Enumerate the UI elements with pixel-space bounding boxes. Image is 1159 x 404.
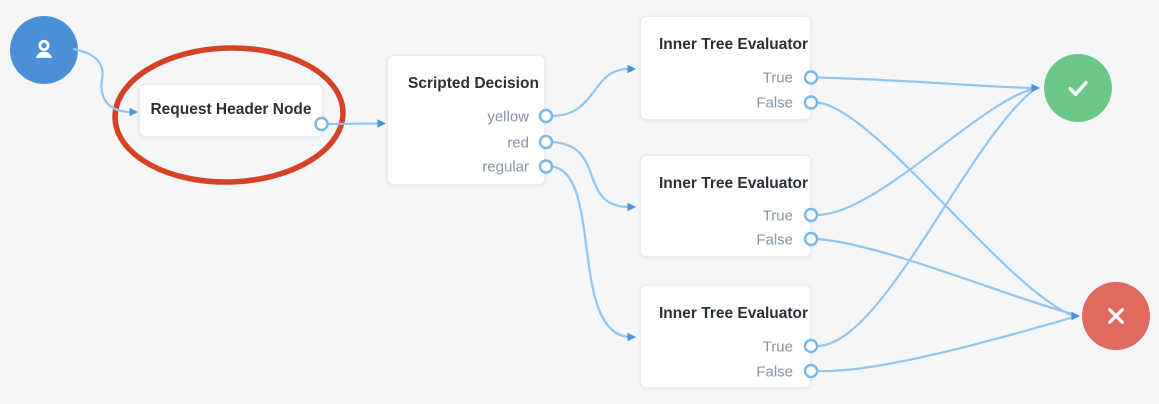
- outcome-label-true: True: [762, 207, 793, 225]
- node-inner-tree-1[interactable]: Inner Tree Evaluator True False: [640, 16, 811, 120]
- outcome-label-true: True: [762, 69, 793, 87]
- outcome-label-regular: regular: [482, 158, 529, 176]
- edge-red-innertree2: [550, 140, 630, 209]
- arrowhead: [377, 119, 386, 128]
- arrowhead: [627, 64, 636, 74]
- node-scripted-decision[interactable]: Scripted Decision yellow red regular: [387, 55, 545, 185]
- arrowhead: [129, 107, 138, 117]
- arrowhead: [627, 332, 636, 342]
- node-title: Request Header Node: [150, 101, 312, 118]
- edge-requestheader-scripted: [326, 122, 380, 126]
- arrowhead: [1071, 311, 1080, 321]
- outcome-label-false: False: [756, 94, 793, 112]
- outcome-label-true: True: [762, 338, 793, 356]
- edge-ite3false-failure: [815, 316, 1074, 373]
- check-icon: [1061, 71, 1095, 105]
- edge-ite1true-success: [815, 76, 1034, 90]
- node-title: Inner Tree Evaluator: [659, 175, 809, 192]
- edge-ite2false-failure: [815, 237, 1074, 316]
- node-title: Scripted Decision: [408, 75, 539, 92]
- success-node[interactable]: [1044, 54, 1112, 122]
- edge-ite1false-failure: [815, 101, 1074, 317]
- x-icon: [1100, 300, 1132, 332]
- arrowhead: [627, 202, 636, 212]
- edge-ite3true-success: [815, 89, 1035, 348]
- outcome-label-false: False: [756, 231, 793, 249]
- arrowhead: [1031, 83, 1040, 93]
- edge-yellow-innertree1: [550, 67, 630, 118]
- failure-node[interactable]: [1082, 282, 1150, 350]
- node-inner-tree-3[interactable]: Inner Tree Evaluator True False: [640, 285, 811, 388]
- outcome-label-yellow: yellow: [487, 108, 529, 126]
- outcome-label-red: red: [507, 134, 529, 152]
- user-icon: [28, 34, 60, 66]
- outcome-label-false: False: [756, 363, 793, 381]
- node-inner-tree-2[interactable]: Inner Tree Evaluator True False: [640, 155, 811, 257]
- node-title: Inner Tree Evaluator: [659, 36, 809, 53]
- edge-ite2true-success: [815, 87, 1034, 217]
- node-request-header[interactable]: Request Header Node: [139, 84, 323, 137]
- edge-start-requestheader: [72, 47, 133, 114]
- edge-regular-innertree3: [550, 165, 630, 339]
- start-node[interactable]: [10, 16, 78, 84]
- node-title: Inner Tree Evaluator: [659, 305, 809, 322]
